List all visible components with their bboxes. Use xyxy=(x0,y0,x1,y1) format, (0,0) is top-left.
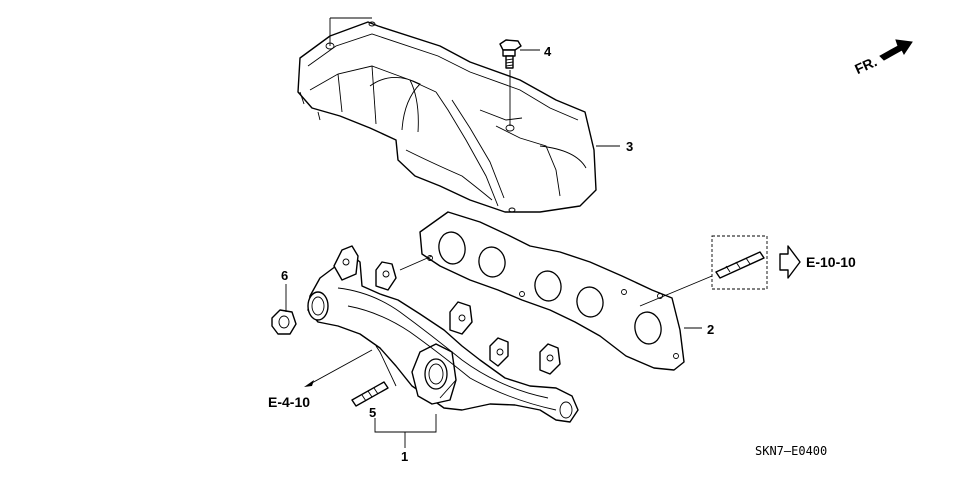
leader-lines xyxy=(285,17,713,448)
callout-6: 6 xyxy=(281,268,288,283)
heat-shield xyxy=(297,21,597,213)
reference-e-10-10: E-10-10 xyxy=(806,254,856,270)
stud-bolt xyxy=(351,381,389,407)
diagram-code: SKN7—E0400 xyxy=(755,444,827,458)
reference-stud-box xyxy=(711,235,768,290)
front-orientation-label: FR. xyxy=(852,53,879,77)
hollow-arrow-icon xyxy=(779,245,801,279)
flange-bolt xyxy=(499,39,522,69)
exhaust-manifold xyxy=(307,245,579,423)
callout-4: 4 xyxy=(544,44,552,59)
e410-arrowhead xyxy=(304,380,314,387)
callout-3: 3 xyxy=(626,139,633,154)
reference-e-4-10: E-4-10 xyxy=(268,394,310,410)
front-arrow-icon xyxy=(879,39,913,61)
flange-nut xyxy=(271,309,297,335)
callout-2: 2 xyxy=(707,322,714,337)
callout-1: 1 xyxy=(401,449,408,464)
manifold-gasket xyxy=(419,211,685,371)
callout-5: 5 xyxy=(369,405,376,420)
